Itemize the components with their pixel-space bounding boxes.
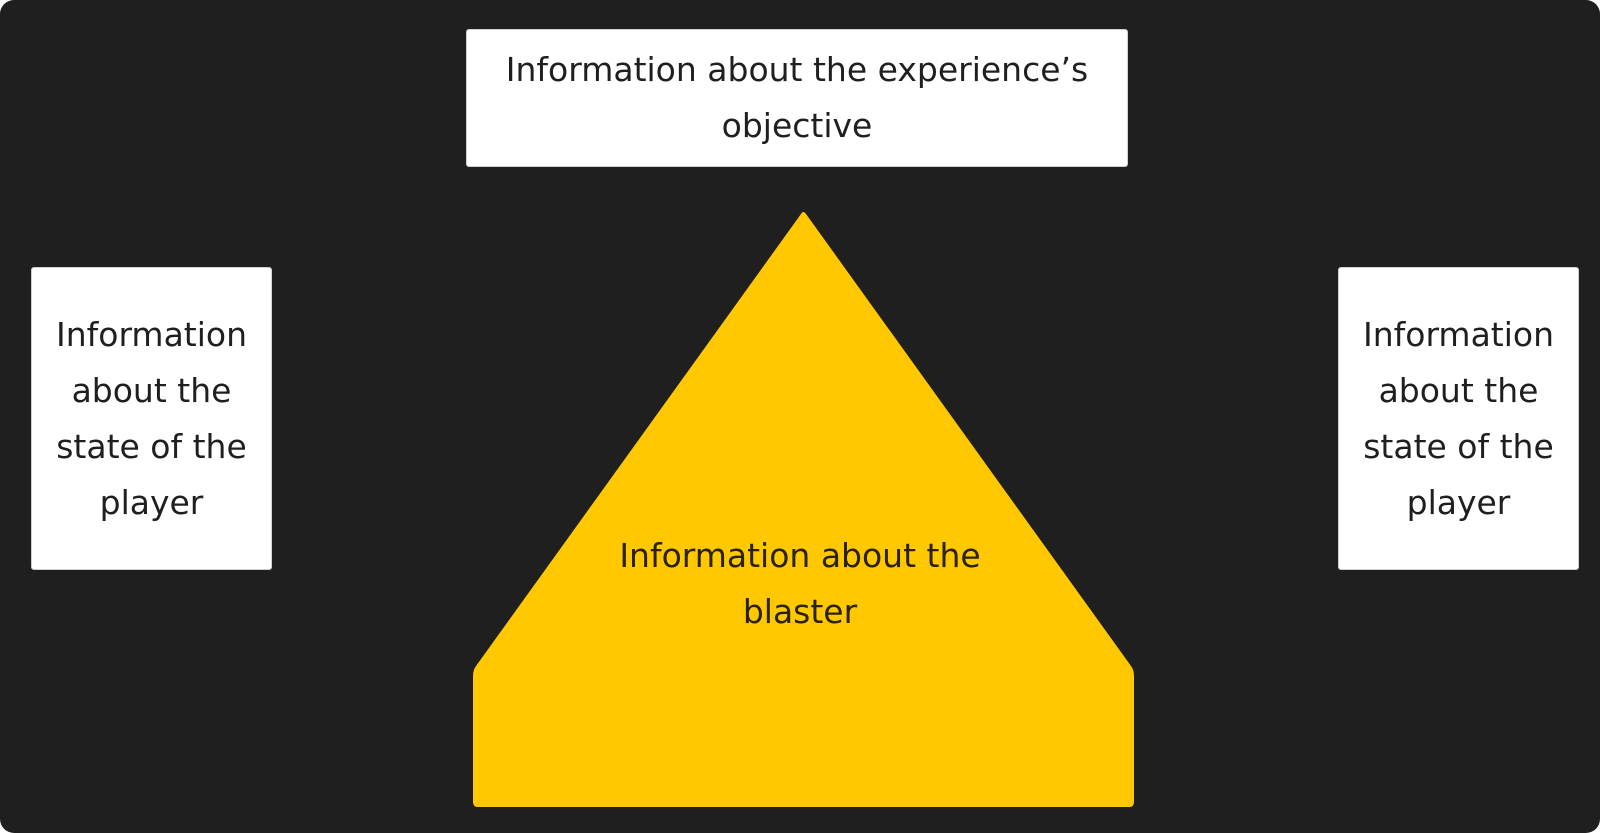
blaster-info-label: Information about the blaster (619, 536, 981, 631)
objective-info-box: Information about the experience’s objec… (466, 29, 1128, 167)
player-state-info-box-right: Information about the state of the playe… (1338, 267, 1579, 570)
blaster-info-shape (473, 212, 1134, 807)
objective-info-label: Information about the experience’s objec… (505, 50, 1089, 145)
player-state-info-label-left: Information about the state of the playe… (55, 314, 248, 522)
player-state-info-box-left: Information about the state of the playe… (31, 267, 272, 570)
player-state-info-label-right: Information about the state of the playe… (1362, 314, 1555, 522)
